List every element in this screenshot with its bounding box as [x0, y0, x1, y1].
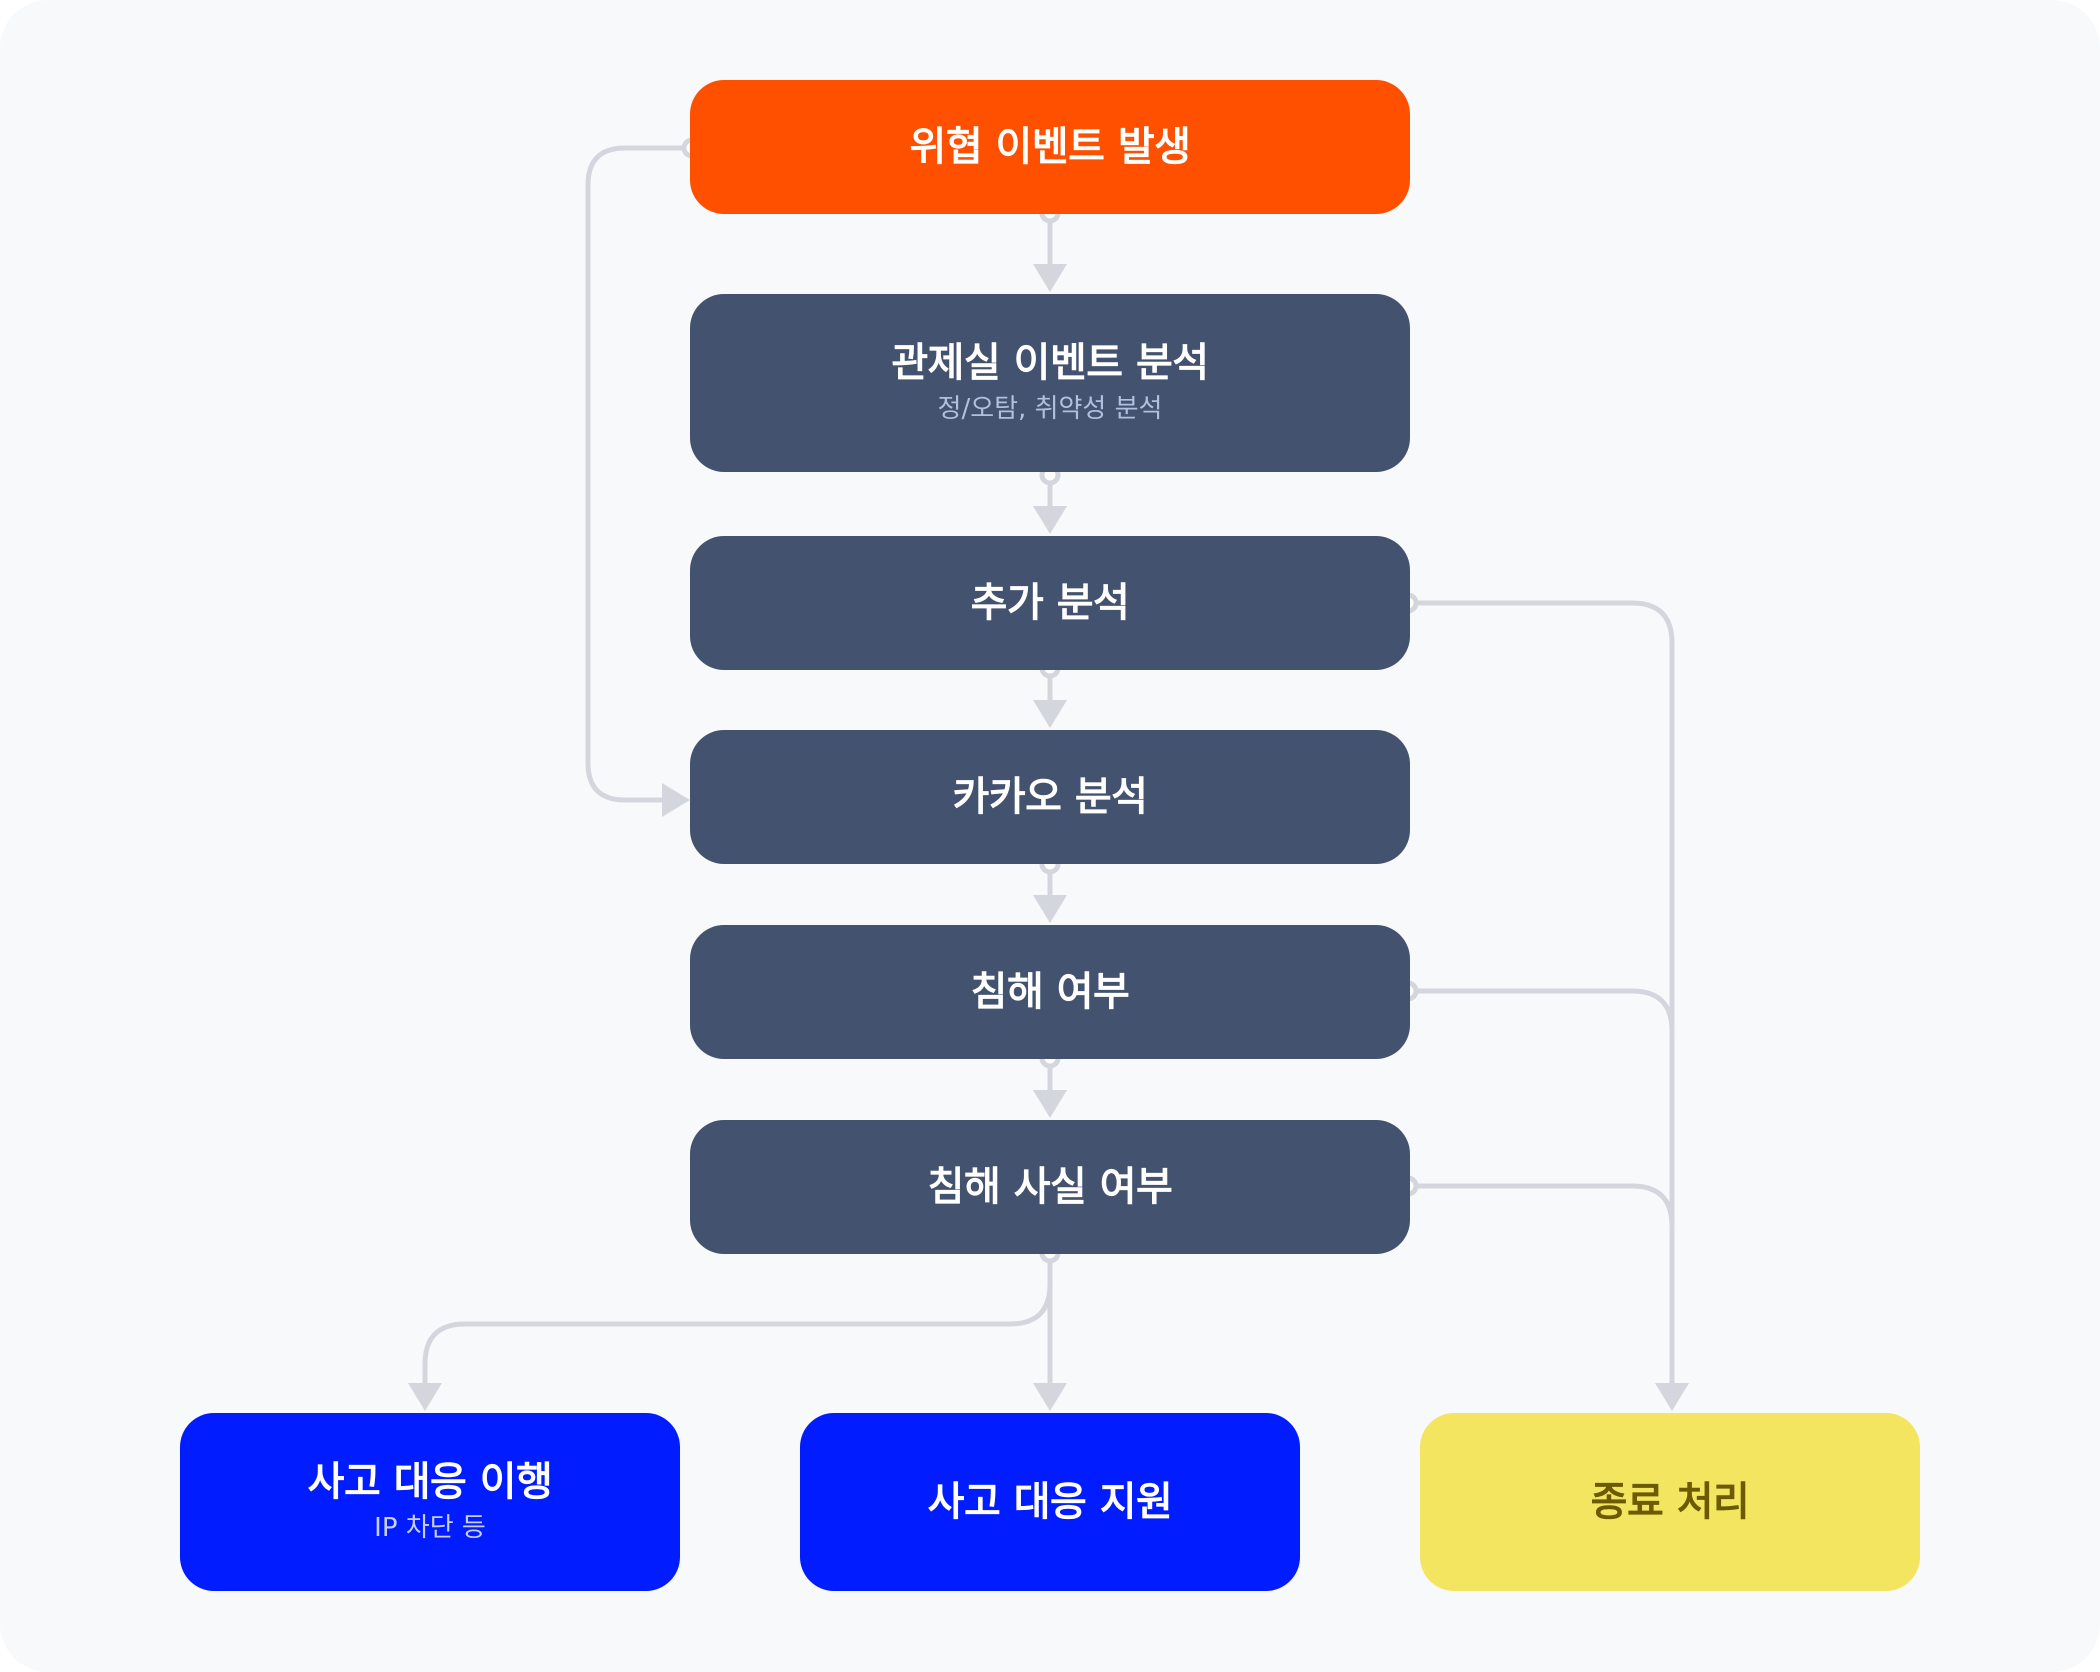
additional-analysis-node[interactable]: 추가 분석 [690, 536, 1410, 670]
additional-analysis-title: 추가 분석 [970, 580, 1130, 626]
arrow-threat-to-kakao-bypass [662, 783, 690, 817]
breach-fact-check-title: 침해 사실 여부 [927, 1164, 1173, 1210]
edge-additional-to-close [1405, 600, 1675, 1387]
arrow-threat-to-control [1033, 264, 1067, 292]
edge-threat-to-kakao-bypass [585, 145, 695, 803]
control-analysis-title: 관제실 이벤트 분석 [891, 340, 1209, 387]
incident-support-node[interactable]: 사고 대응 지원 [800, 1413, 1300, 1591]
arrow-breach-to-fact [1033, 1090, 1067, 1118]
control-analysis-node[interactable]: 관제실 이벤트 분석 정/오탐, 취약성 분석 [690, 294, 1410, 472]
threat-event-title: 위협 이벤트 발생 [909, 124, 1191, 170]
breach-check-node[interactable]: 침해 여부 [690, 925, 1410, 1059]
arrow-control-to-additional [1033, 506, 1067, 534]
arrow-additional-to-kakao [1033, 700, 1067, 728]
threat-event-node[interactable]: 위협 이벤트 발생 [690, 80, 1410, 214]
control-analysis-subtitle: 정/오탐, 취약성 분석 [937, 394, 1163, 425]
breach-check-title: 침해 여부 [970, 969, 1130, 1015]
breach-fact-check-node[interactable]: 침해 사실 여부 [690, 1120, 1410, 1254]
close-node[interactable]: 종료 처리 [1420, 1413, 1920, 1591]
kakao-analysis-title: 카카오 분석 [952, 774, 1148, 820]
arrow-fact-to-support [1033, 1383, 1067, 1411]
arrow-fact-to-response [408, 1383, 442, 1411]
close-title: 종료 처리 [1590, 1479, 1750, 1525]
incident-response-node[interactable]: 사고 대응 이행 IP 차단 등 [180, 1413, 680, 1591]
incident-response-title: 사고 대응 이행 [307, 1459, 553, 1506]
arrow-to-close [1655, 1383, 1689, 1411]
edge-breach-to-close [1405, 988, 1675, 1034]
kakao-analysis-node[interactable]: 카카오 분석 [690, 730, 1410, 864]
incident-support-title: 사고 대응 지원 [927, 1479, 1173, 1525]
edge-fact-to-response [422, 1250, 1053, 1387]
edge-fact-to-close [1405, 1183, 1675, 1229]
arrow-kakao-to-breach [1033, 895, 1067, 923]
incident-response-subtitle: IP 차단 등 [374, 1513, 486, 1544]
